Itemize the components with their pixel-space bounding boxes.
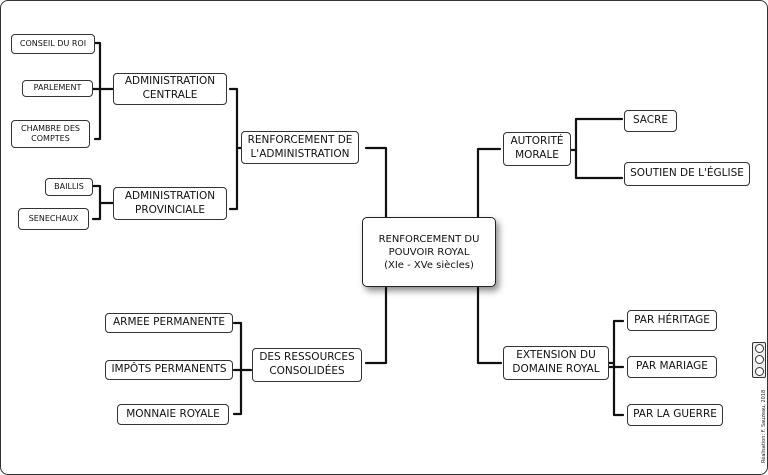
author-credit: Réalisation: F. Sauzeau, 2018 — [761, 389, 767, 463]
node-par-mariage: PAR MARIAGE — [627, 356, 717, 378]
node-extension-domaine: EXTENSION DU DOMAINE ROYAL — [503, 346, 609, 380]
node-ressources-consolidees: DES RESSOURCES CONSOLIDÉES — [252, 348, 362, 382]
creative-commons-icon — [752, 342, 766, 378]
node-central-topic: RENFORCEMENT DU POUVOIR ROYAL (XIe - XVe… — [362, 217, 496, 287]
node-administration-provinciale: ADMINISTRATION PROVINCIALE — [113, 187, 227, 220]
node-soutien-eglise: SOUTIEN DE L'ÉGLISE — [624, 162, 750, 186]
node-chambre-des-comptes: CHAMBRE DES COMPTES — [11, 120, 90, 148]
node-par-heritage: PAR HÉRITAGE — [627, 310, 717, 331]
node-par-la-guerre: PAR LA GUERRE — [627, 404, 723, 426]
node-sacre: SACRE — [624, 110, 677, 132]
node-autorite-morale: AUTORITÉ MORALE — [503, 132, 571, 166]
node-impots-permanents: IMPÔTS PERMANENTS — [105, 360, 233, 380]
node-parlement: PARLEMENT — [22, 80, 93, 97]
node-monnaie-royale: MONNAIE ROYALE — [117, 404, 229, 425]
node-renforcement-administration: RENFORCEMENT DE L'ADMINISTRATION — [241, 131, 359, 164]
node-senechaux: SENECHAUX — [18, 208, 89, 230]
node-baillis: BAILLIS — [45, 178, 93, 196]
node-administration-centrale: ADMINISTRATION CENTRALE — [113, 73, 227, 105]
node-armee-permanente: ARMEE PERMANENTE — [105, 313, 233, 333]
node-conseil-du-roi: CONSEIL DU ROI — [11, 34, 95, 54]
